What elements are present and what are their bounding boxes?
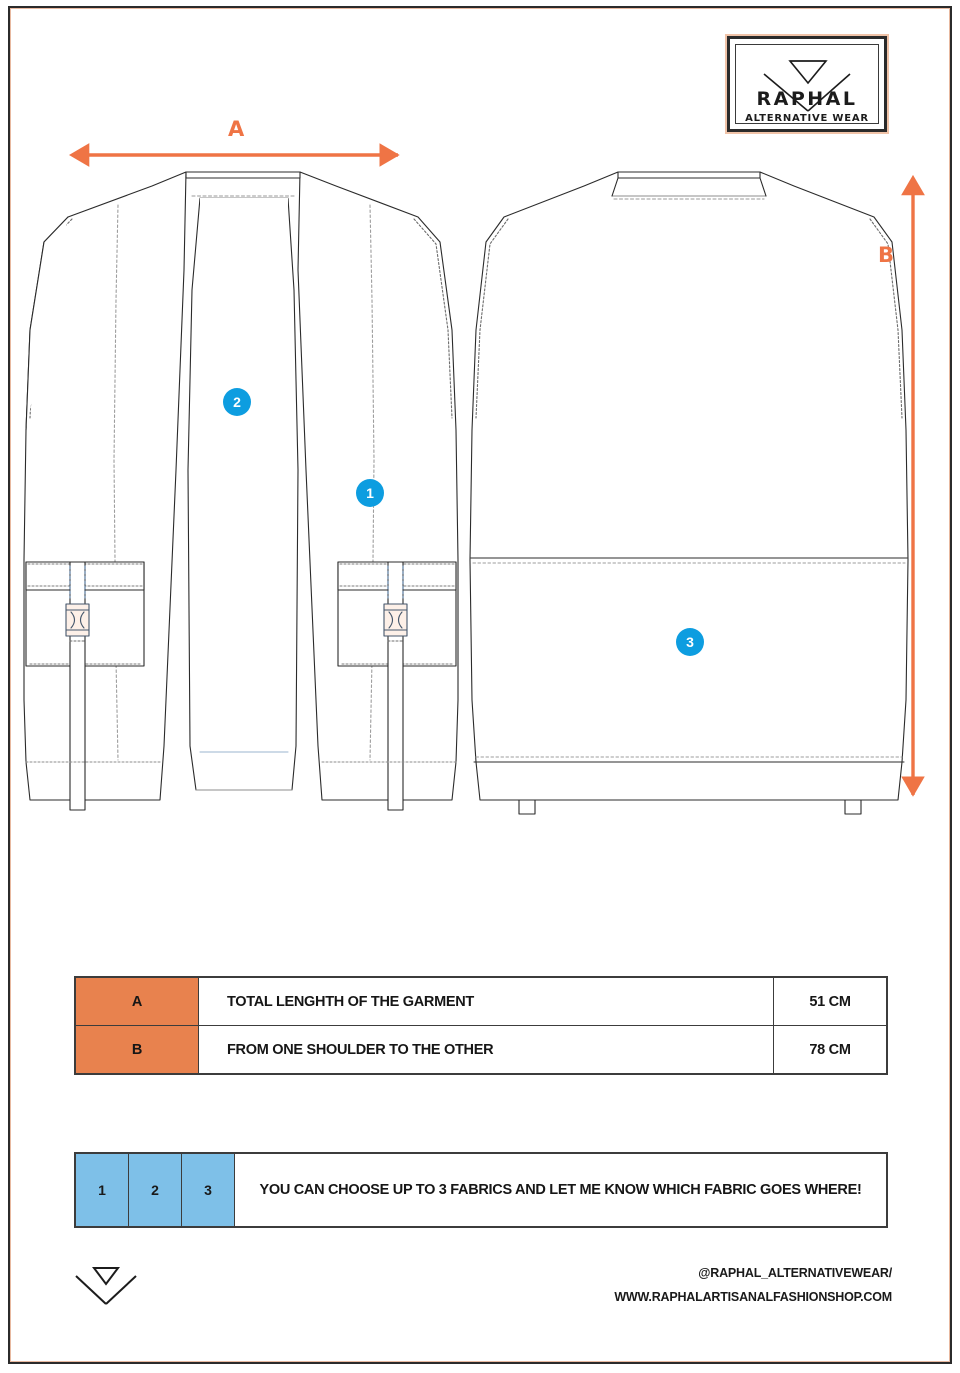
vest-back-view (469, 171, 909, 815)
technical-flat-drawing (23, 143, 925, 815)
front-left-strap (65, 561, 90, 811)
dimension-label-b: B (878, 243, 896, 267)
callout-marker-3[interactable]: 3 (676, 628, 704, 656)
vest-front-view (23, 171, 459, 811)
measurement-description: TOTAL LENGHTH OF THE GARMENT (198, 976, 774, 1026)
measurement-description: FROM ONE SHOULDER TO THE OTHER (198, 1025, 774, 1075)
measurement-value: 78 CM (773, 1025, 888, 1075)
logo-artwork: RAPHAL ALTERNATIVE WEAR (745, 60, 869, 124)
table-row: A TOTAL LENGHTH OF THE GARMENT 51 CM (74, 976, 888, 1026)
brand-logo: RAPHAL ALTERNATIVE WEAR (727, 36, 887, 132)
measurements-table: A TOTAL LENGHTH OF THE GARMENT 51 CM B F… (74, 976, 888, 1075)
fabric-swatch-1[interactable]: 1 (74, 1152, 129, 1228)
measurement-key: A (74, 976, 199, 1026)
dimension-label-a: A (228, 117, 246, 141)
measurement-value: 51 CM (773, 976, 888, 1026)
instagram-handle[interactable]: @RAPHAL_ALTERNATIVEWEAR/ (698, 1266, 892, 1280)
website-url[interactable]: WWW.RAPHALARTISANALFASHIONSHOP.COM (614, 1289, 892, 1304)
fabric-swatch-2[interactable]: 2 (128, 1152, 182, 1228)
logo-wordmark: RAPHAL (757, 88, 858, 110)
table-row: B FROM ONE SHOULDER TO THE OTHER 78 CM (74, 1025, 888, 1075)
fabric-note-text: YOU CAN CHOOSE UP TO 3 FABRICS AND LET M… (234, 1152, 888, 1228)
fabric-swatch-3[interactable]: 3 (181, 1152, 235, 1228)
footer-links: @RAPHAL_ALTERNATIVEWEAR/ WWW.RAPHALARTIS… (614, 1262, 892, 1310)
callout-marker-1[interactable]: 1 (356, 479, 384, 507)
footer-logo-mark (75, 1267, 137, 1305)
dimension-arrows (68, 143, 925, 797)
callout-marker-2[interactable]: 2 (223, 388, 251, 416)
front-right-strap (383, 561, 408, 811)
measurement-key: B (74, 1025, 199, 1075)
logo-tagline: ALTERNATIVE WEAR (745, 113, 869, 124)
fabric-note-table: 1 2 3 YOU CAN CHOOSE UP TO 3 FABRICS AND… (74, 1152, 888, 1228)
logo-inner-frame (735, 44, 879, 124)
table-row: 1 2 3 YOU CAN CHOOSE UP TO 3 FABRICS AND… (74, 1152, 888, 1228)
